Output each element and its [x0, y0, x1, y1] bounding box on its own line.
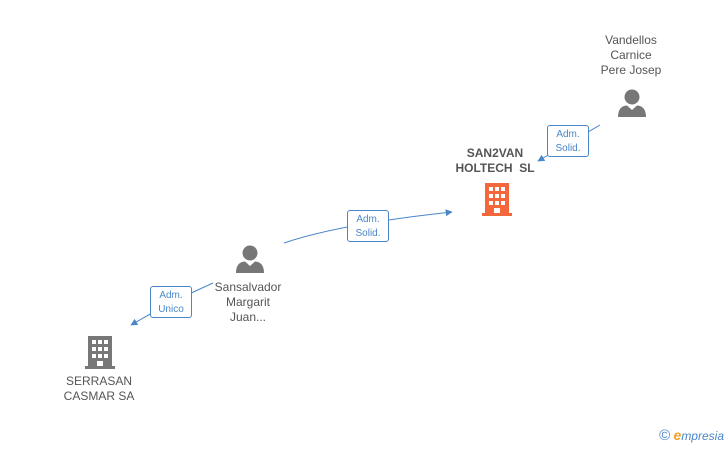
label-line: CASMAR SA [63, 389, 135, 403]
label-line: Vandellos [605, 33, 657, 47]
person-icon [236, 245, 264, 273]
person-label-vandellos[interactable]: Vandellos Carnice Pere Josep [585, 33, 677, 78]
edge-label-badge[interactable]: Adm. Solid. [347, 210, 389, 242]
label-line: Carnice [610, 48, 652, 62]
person-icon [618, 89, 646, 117]
label-line: Pere Josep [600, 63, 662, 77]
badge-line: Adm. [556, 129, 580, 140]
label-line: SAN2VAN [466, 146, 524, 160]
badge-line: Adm. [159, 290, 183, 301]
badge-line: Solid. [355, 228, 381, 239]
edge-label-badge[interactable]: Adm. Unico [150, 286, 192, 318]
label-line: Margarit [225, 295, 270, 309]
brand-e: e [673, 427, 682, 443]
brand-rest: mpresia [681, 429, 724, 443]
badge-line: Solid. [555, 143, 581, 154]
brand-logo: © empresia [659, 427, 724, 444]
company-label-san2van[interactable]: SAN2VAN HOLTECH SL [440, 146, 550, 176]
building-icon [85, 336, 115, 369]
company-label-serrasan[interactable]: SERRASAN CASMAR SA [53, 374, 145, 404]
badge-line: Unico [158, 304, 184, 315]
label-line: SERRASAN [65, 374, 133, 388]
copyright-icon: © [659, 427, 671, 444]
label-line: HOLTECH SL [455, 161, 535, 175]
label-line: Sansalvador [214, 280, 282, 294]
badge-line: Adm. [356, 214, 380, 225]
label-line: Juan... [229, 310, 267, 324]
edge-label-badge[interactable]: Adm. Solid. [547, 125, 589, 157]
building-icon [482, 183, 512, 216]
person-label-sansalvador[interactable]: Sansalvador Margarit Juan... [203, 280, 293, 325]
